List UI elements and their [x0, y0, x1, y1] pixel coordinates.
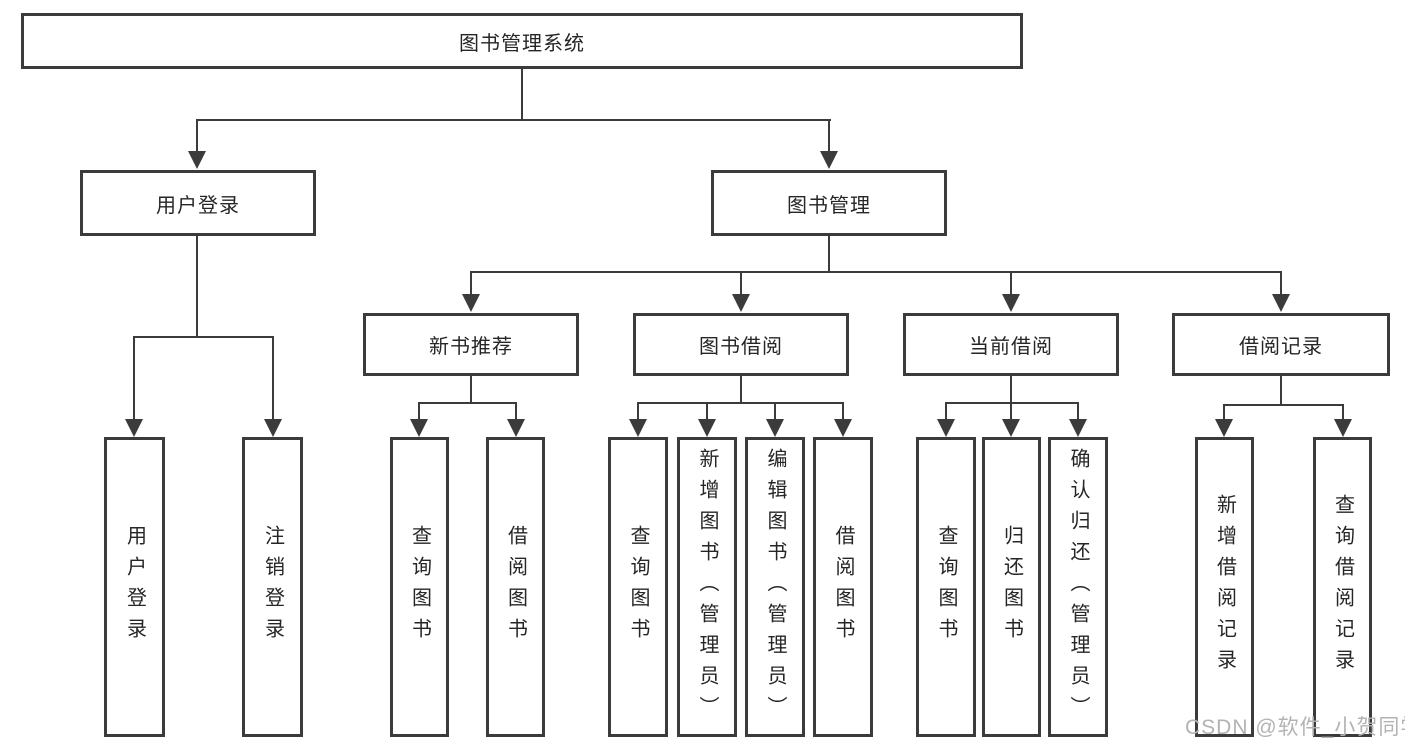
connector-drop-current: [1010, 271, 1012, 297]
node-book-management-label: 图书管理: [787, 194, 871, 217]
arrowhead-down-borrow-child-3: [766, 419, 784, 437]
connector-drop-borrow-child-3: [774, 402, 776, 419]
connector-login-horizontal: [133, 336, 274, 338]
node-book-management: 图书管理: [711, 170, 947, 236]
node-borrowing-records: 借阅记录: [1172, 313, 1390, 376]
connector-newbook-trunk: [470, 376, 472, 404]
connector-drop-records-child-1: [1223, 404, 1225, 419]
arrowhead-down-login-child-1: [125, 419, 143, 437]
connector-login-trunk: [196, 236, 198, 337]
node-newbook-borrow-books: 借阅图书: [486, 437, 545, 737]
node-user-login: 用户登录: [80, 170, 316, 236]
connector-drop-borrow-child-2: [706, 402, 708, 419]
connector-root-trunk: [521, 68, 523, 121]
node-current-return-books-label: 归还图书: [1000, 525, 1023, 649]
arrowhead-down-borrow-child-1: [629, 419, 647, 437]
node-current-query-books: 查询图书: [916, 437, 976, 737]
connector-drop-current-child-2: [1010, 402, 1012, 419]
node-records-query-record-label: 查询借阅记录: [1331, 494, 1354, 680]
node-records-add-record: 新增借阅记录: [1195, 437, 1254, 737]
arrowhead-down-current-child-2: [1002, 419, 1020, 437]
arrowhead-down-current-child-3: [1069, 419, 1087, 437]
connector-borrow-trunk: [740, 376, 742, 404]
connector-drop-borrow: [740, 271, 742, 297]
node-current-return-books: 归还图书: [982, 437, 1041, 737]
node-logout-label: 注销登录: [261, 525, 284, 649]
node-borrow-edit-book-admin: 编辑图书（管理员）: [745, 437, 805, 737]
connector-borrow-horizontal: [637, 402, 844, 404]
arrowhead-down-newbook-child-2: [507, 419, 525, 437]
connector-drop-records: [1280, 271, 1282, 297]
node-current-borrowing-label: 当前借阅: [969, 336, 1053, 358]
connector-newbook-horizontal: [418, 402, 517, 404]
node-borrow-query-books: 查询图书: [608, 437, 668, 737]
arrowhead-down-mgmt: [820, 151, 838, 169]
connector-root-horizontal: [196, 119, 831, 121]
connector-current-trunk: [1010, 376, 1012, 404]
node-book-borrowing: 图书借阅: [633, 313, 849, 376]
node-new-book-recommend-label: 新书推荐: [429, 336, 513, 358]
arrowhead-down-newbook: [462, 294, 480, 312]
arrowhead-down-current: [1002, 294, 1020, 312]
connector-mgmt-trunk: [828, 236, 830, 272]
node-newbook-borrow-books-label: 借阅图书: [504, 525, 527, 649]
node-logout: 注销登录: [242, 437, 303, 737]
node-root: 图书管理系统: [21, 13, 1023, 69]
csdn-watermark: CSDN @软件_小贺同学: [1185, 716, 1405, 739]
node-user-login-label: 用户登录: [156, 194, 240, 217]
arrowhead-down-current-child-1: [937, 419, 955, 437]
node-borrow-add-book-admin: 新增图书（管理员）: [677, 437, 737, 737]
connector-records-trunk: [1280, 376, 1282, 406]
connector-drop-borrow-child-4: [842, 402, 844, 419]
connector-drop-current-child-1: [945, 402, 947, 419]
connector-drop-current-child-3: [1077, 402, 1079, 419]
node-records-add-record-label: 新增借阅记录: [1213, 494, 1236, 680]
node-borrow-edit-book-admin-label: 编辑图书（管理员）: [764, 447, 786, 727]
node-current-query-books-label: 查询图书: [935, 525, 957, 649]
node-newbook-query-books: 查询图书: [390, 437, 449, 737]
node-borrow-query-books-label: 查询图书: [627, 525, 649, 649]
node-borrow-borrow-books: 借阅图书: [813, 437, 873, 737]
connector-drop-mgmt: [828, 119, 830, 155]
node-borrowing-records-label: 借阅记录: [1239, 336, 1323, 358]
node-root-label: 图书管理系统: [459, 32, 585, 55]
connector-drop-borrow-child-1: [637, 402, 639, 419]
connector-drop-newbook: [470, 271, 472, 297]
arrowhead-down-records: [1272, 294, 1290, 312]
connector-drop-login-child-2: [272, 336, 274, 420]
node-current-confirm-return-admin: 确认归还（管理员）: [1048, 437, 1108, 737]
connector-records-horizontal: [1223, 404, 1344, 406]
connector-mgmt-horizontal: [470, 271, 1282, 273]
node-user-login-action-label: 用户登录: [123, 525, 146, 649]
connector-drop-newbook-child-2: [515, 402, 517, 419]
connector-drop-records-child-2: [1342, 404, 1344, 419]
node-borrow-borrow-books-label: 借阅图书: [832, 525, 854, 649]
arrowhead-down-records-child-2: [1334, 419, 1352, 437]
arrowhead-down-login-child-2: [264, 419, 282, 437]
connector-drop-login-child-1: [133, 336, 135, 420]
connector-current-horizontal: [945, 402, 1079, 404]
node-book-borrowing-label: 图书借阅: [699, 336, 783, 358]
arrowhead-down-borrow: [732, 294, 750, 312]
connector-drop-login: [196, 119, 198, 155]
arrowhead-down-records-child-1: [1215, 419, 1233, 437]
node-records-query-record: 查询借阅记录: [1313, 437, 1372, 737]
arrowhead-down-newbook-child-1: [410, 419, 428, 437]
node-current-borrowing: 当前借阅: [903, 313, 1119, 376]
connector-drop-newbook-child-1: [418, 402, 420, 419]
node-user-login-action: 用户登录: [104, 437, 165, 737]
node-newbook-query-books-label: 查询图书: [408, 525, 431, 649]
node-current-confirm-return-admin-label: 确认归还（管理员）: [1067, 447, 1089, 727]
arrowhead-down-borrow-child-4: [834, 419, 852, 437]
node-borrow-add-book-admin-label: 新增图书（管理员）: [696, 447, 718, 727]
arrowhead-down-login: [188, 151, 206, 169]
node-new-book-recommend: 新书推荐: [363, 313, 579, 376]
arrowhead-down-borrow-child-2: [698, 419, 716, 437]
